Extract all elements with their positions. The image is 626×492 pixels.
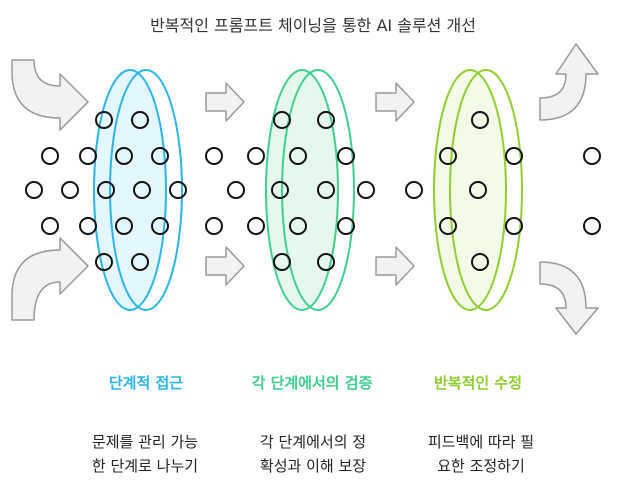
stage-desc-2: 각 단계에서의 정 확성과 이해 보장 <box>228 430 398 478</box>
stage-desc-1-line1: 문제를 관리 가능 <box>91 433 199 451</box>
curved-arrow-top-left-icon <box>11 59 89 131</box>
curved-arrow-bottom-right-icon <box>539 261 599 335</box>
stage-title-3: 반복적인 수정 <box>433 374 523 392</box>
stage-ring-2 <box>265 69 355 311</box>
arrow-right-icon <box>205 246 245 286</box>
curved-arrow-top-right-icon <box>539 43 599 121</box>
stage-desc-2-line2: 확성과 이해 보장 <box>259 457 367 475</box>
stage-desc-3-line2: 요한 조정하기 <box>437 457 525 475</box>
diagram-title: 반복적인 프롬프트 체이닝을 통한 AI 솔루션 개선 <box>150 16 476 35</box>
stage-desc-3-line1: 피드백에 따라 필 <box>427 433 535 451</box>
arrow-right-icon <box>375 82 415 122</box>
stage-desc-1-line2: 한 단계로 나누기 <box>91 457 199 475</box>
stage-ring-3 <box>433 69 523 311</box>
stage-desc-2-line1: 각 단계에서의 정 <box>259 433 367 451</box>
stage-title-1: 단계적 접근 <box>108 374 184 392</box>
stage-desc-1: 문제를 관리 가능 한 단계로 나누기 <box>60 430 230 478</box>
stage-desc-3: 피드백에 따라 필 요한 조정하기 <box>396 430 566 478</box>
arrow-right-icon <box>375 246 415 286</box>
curved-arrow-bottom-left-icon <box>11 237 89 321</box>
data-dots <box>25 111 601 271</box>
stage-title-2: 각 단계에서의 검증 <box>251 374 373 392</box>
stage-ring-1 <box>93 69 183 311</box>
arrow-right-icon <box>205 82 245 122</box>
